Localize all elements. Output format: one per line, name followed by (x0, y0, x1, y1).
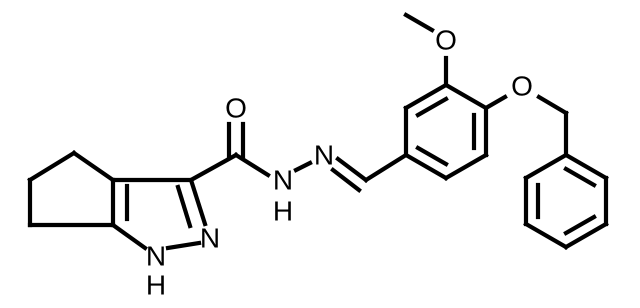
bond (536, 94, 569, 116)
bond (188, 152, 239, 183)
bond (523, 221, 569, 250)
phenyl-ring (523, 152, 609, 250)
bond (71, 150, 116, 183)
bond (403, 82, 449, 111)
bond (330, 167, 362, 193)
carbonyl-oxygen-label: O (225, 93, 247, 124)
amide-hydrogen-label: H (273, 196, 293, 227)
pyrazole-ring (110, 177, 208, 251)
atom-labels: O O O N H N N N H (146, 25, 533, 301)
bond (523, 152, 569, 181)
bond (363, 152, 409, 183)
bond (27, 150, 77, 183)
bond (443, 82, 489, 111)
bond (563, 152, 609, 181)
bond (443, 152, 489, 181)
bond (563, 214, 597, 236)
bond (563, 166, 597, 188)
bond (403, 152, 449, 181)
bond (188, 177, 208, 227)
bond (403, 12, 435, 33)
bond (335, 156, 369, 183)
benzyloxy-group (483, 94, 569, 158)
bond (415, 145, 449, 167)
hydrazone-linker (188, 121, 409, 193)
imine-nitrogen-label: N (314, 140, 334, 171)
benzene-ring-vanillyl (403, 82, 489, 181)
bond (415, 96, 449, 118)
bond (175, 184, 193, 229)
pyrazole-nh-hydrogen-label: H (146, 270, 166, 301)
pyrazole-n2-label: N (200, 223, 220, 254)
pyrazole-nh-nitrogen-label: N (146, 241, 166, 272)
amide-nitrogen-label: N (273, 165, 293, 196)
methoxy-oxygen-label: O (435, 25, 457, 56)
bond (293, 160, 313, 173)
methoxy-group (403, 12, 449, 88)
bond (110, 222, 148, 251)
bond (165, 240, 202, 251)
bond (483, 94, 508, 111)
cyclopentane-ring (27, 150, 116, 228)
bond (233, 152, 271, 178)
benzyloxy-oxygen-label: O (511, 71, 533, 102)
bond (563, 221, 609, 250)
